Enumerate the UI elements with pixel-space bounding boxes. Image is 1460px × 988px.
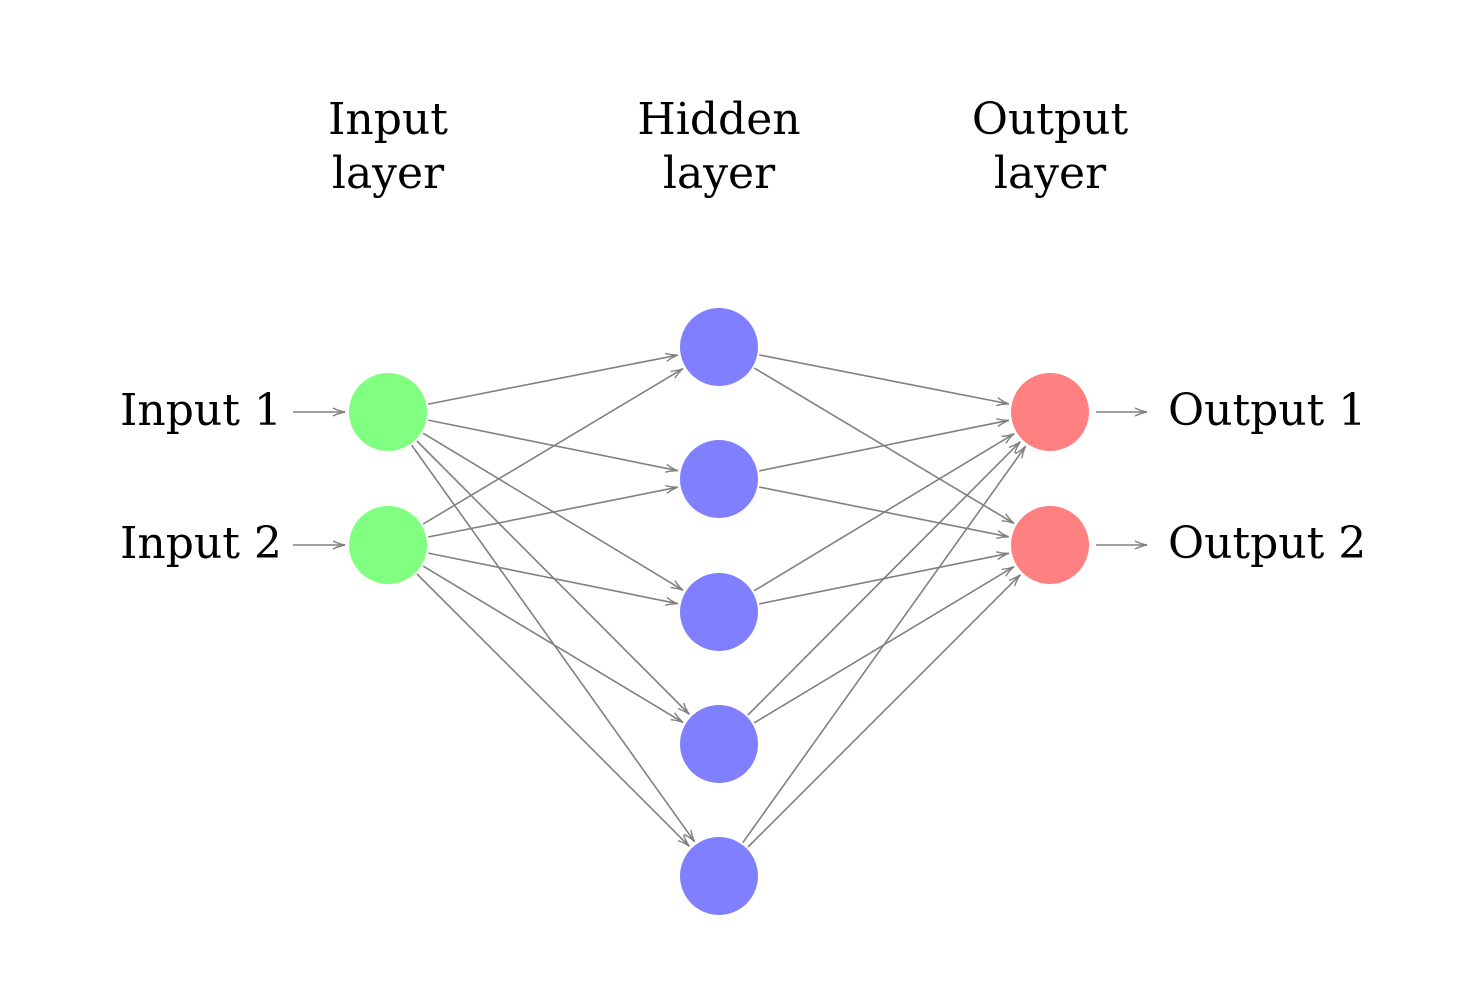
edge-hidden-5-to-output-2 — [747, 574, 1021, 848]
output-node-2 — [1011, 506, 1089, 584]
hidden-layer-title-line2: layer — [663, 148, 776, 199]
output-layer-title-line2: layer — [994, 148, 1107, 199]
hidden-node-5 — [680, 837, 758, 915]
hidden-node-3 — [680, 573, 758, 651]
edge-input-2-to-hidden-3 — [428, 552, 679, 606]
input-arrows — [293, 407, 346, 550]
input-1-label: Input 1 — [120, 385, 282, 436]
edge-hidden-3-to-output-1 — [753, 433, 1015, 592]
connections — [411, 352, 1027, 848]
input-node-1 — [349, 373, 427, 451]
hidden-node-2 — [680, 440, 758, 518]
edge-input-1-to-hidden-2 — [428, 419, 679, 473]
edge-input-2-to-hidden-4 — [422, 565, 684, 724]
edge-hidden-1-to-output-1 — [759, 354, 1010, 407]
edge-hidden-2-to-output-1 — [759, 418, 1010, 472]
io-labels: Input 1 Input 2 Output 1 Output 2 — [120, 385, 1366, 569]
edge-input-2-to-hidden-1 — [422, 367, 684, 525]
output-layer-title-line1: Output — [972, 94, 1129, 145]
layer-titles: Input layer Hidden layer Output layer — [328, 94, 1128, 199]
neurons — [349, 308, 1089, 915]
input-layer-title-line2: layer — [332, 148, 445, 199]
edge-input-2-to-hidden-2 — [428, 484, 679, 538]
output-2-label: Output 2 — [1168, 518, 1366, 569]
output-1-label: Output 1 — [1168, 385, 1366, 436]
output-arrows — [1096, 407, 1148, 550]
input-node-2 — [349, 506, 427, 584]
hidden-node-4 — [680, 705, 758, 783]
input-2-label: Input 2 — [120, 518, 282, 569]
hidden-node-1 — [680, 308, 758, 386]
hidden-layer-title-line1: Hidden — [637, 94, 800, 145]
output-node-1 — [1011, 373, 1089, 451]
input-layer-title-line1: Input — [328, 94, 448, 145]
edge-hidden-5-to-output-1 — [742, 445, 1027, 844]
edge-input-2-to-hidden-5 — [416, 573, 690, 847]
edge-input-1-to-hidden-1 — [428, 352, 679, 405]
edge-hidden-4-to-output-1 — [747, 441, 1021, 716]
